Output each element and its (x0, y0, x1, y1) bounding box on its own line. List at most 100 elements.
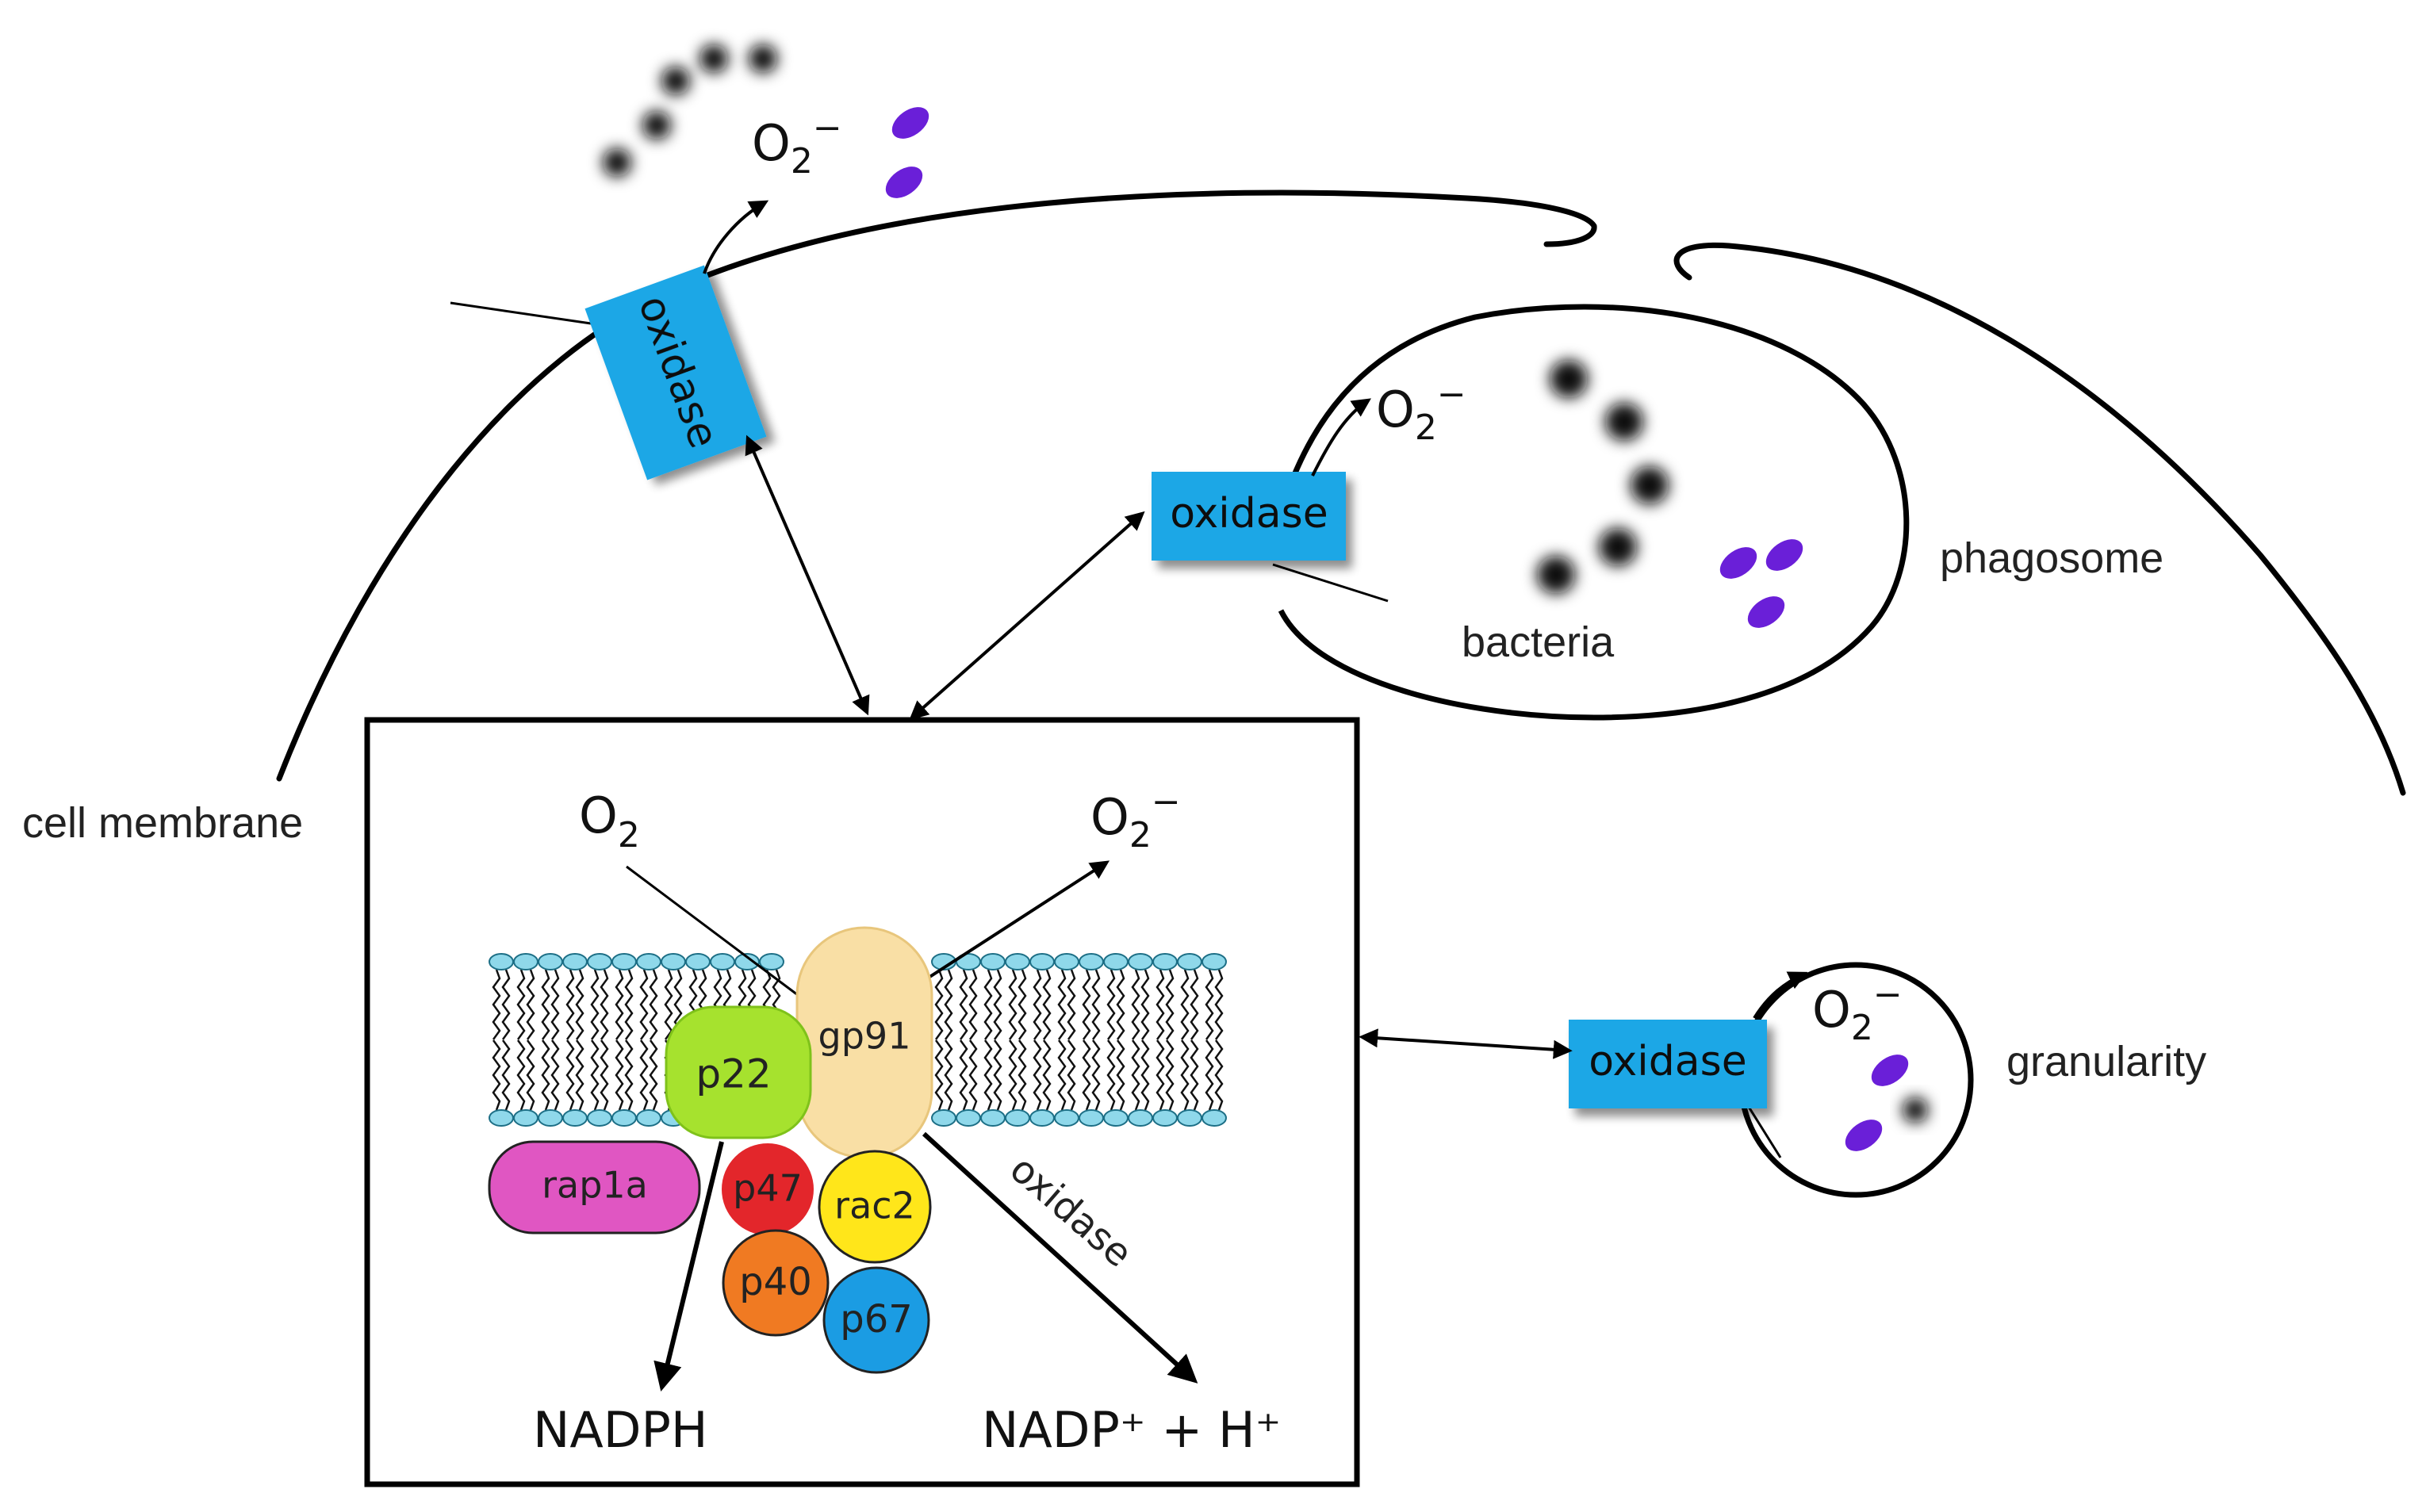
lipid-tail (541, 969, 550, 1040)
lipid-head (1128, 953, 1153, 970)
p67-label: p67 (840, 1297, 913, 1342)
rac2-label: rac2 (834, 1185, 915, 1227)
phagosome-leader-line (1272, 563, 1389, 603)
bacteria-top (603, 44, 777, 177)
lipid-head (956, 1109, 981, 1127)
purple-particle (891, 107, 929, 139)
oxygen-label: O2 (579, 787, 640, 856)
lipid-tail (541, 1039, 550, 1111)
lipid-tail (934, 1039, 944, 1111)
lipid-tail (934, 969, 944, 1040)
lipid-head (759, 953, 784, 970)
lipid-head (1005, 953, 1030, 970)
lipid-tail (1190, 969, 1199, 1040)
lipid-head (1152, 953, 1178, 970)
p22-subunit (665, 1005, 812, 1139)
rap1a-label: rap1a (542, 1164, 648, 1207)
lipid-tail (1091, 969, 1101, 1040)
lipid-head (1054, 953, 1079, 970)
lipid-tail (1140, 969, 1150, 1040)
lipid-tail (516, 969, 526, 1040)
lipid-tail (968, 1039, 978, 1111)
lipid-tail (1008, 1039, 1018, 1111)
lipid-tail (526, 1039, 535, 1111)
lipid-head (538, 1109, 563, 1127)
lipid-tail (1165, 1039, 1175, 1111)
lipid-head (611, 1109, 637, 1127)
lipid-tail (1018, 969, 1027, 1040)
complex-inset: O2 O2− gp91 p22 rap1a rac2 p47 p40 p67 N… (364, 717, 1360, 1487)
lipid-tail (1131, 969, 1140, 1040)
lipid-head (489, 953, 514, 970)
lipid-tail (1018, 1039, 1027, 1111)
purple-particle (1747, 596, 1785, 628)
lipid-tail (649, 1039, 658, 1111)
lipid-tail (1190, 1039, 1199, 1111)
lipid-head (1103, 1109, 1129, 1127)
lipid-tail (1057, 969, 1067, 1040)
membrane-leader-line (450, 301, 592, 325)
lipid-tail (550, 1039, 560, 1111)
p67-subunit (822, 1266, 930, 1374)
rap1a-subunit (488, 1140, 701, 1234)
lipid-head (1029, 953, 1055, 970)
lipid-tail (1180, 969, 1190, 1040)
p40-label: p40 (739, 1260, 812, 1304)
lipid-tail (983, 1039, 993, 1111)
lipid-head (980, 953, 1006, 970)
lipid-head (661, 953, 686, 970)
lipid-tail (968, 969, 978, 1040)
lipid-tail (1082, 969, 1091, 1040)
lipid-tail (492, 1039, 501, 1111)
purple-particle (1719, 547, 1757, 579)
lipid-tail (1106, 969, 1116, 1040)
lipid-tail (1214, 1039, 1224, 1111)
lipid-tail (615, 969, 624, 1040)
lipid-tail (1116, 1039, 1125, 1111)
lipid-head (1202, 1109, 1227, 1127)
p40-subunit (722, 1229, 830, 1337)
lipid-head (489, 1109, 514, 1127)
lipid-tail (639, 1039, 649, 1111)
purple-particles (885, 107, 1909, 1151)
gp91-label: gp91 (818, 1015, 911, 1058)
lipid-tail (492, 969, 501, 1040)
lipid-tail (1205, 969, 1214, 1040)
nadph-label: NADPH (533, 1401, 708, 1459)
pseudopod-outline (1673, 242, 2406, 796)
lipid-head (587, 1109, 612, 1127)
connector-phagosome-to-complex (909, 511, 1145, 721)
superoxide-out-arrow (918, 860, 1110, 985)
lipid-tail (1008, 969, 1018, 1040)
nadp-arrow (922, 1131, 1198, 1384)
lipid-tail (526, 969, 535, 1040)
lipid-head (513, 953, 538, 970)
p47-label: p47 (733, 1167, 803, 1210)
lipid-tail (550, 969, 560, 1040)
lipid-tail (1165, 969, 1175, 1040)
lipid-tail (1042, 1039, 1052, 1111)
lipid-head (1079, 1109, 1104, 1127)
lipid-tail (993, 969, 1002, 1040)
lipid-head (931, 1109, 956, 1127)
bacteria-granule (1903, 1097, 1928, 1123)
lipid-head (636, 1109, 661, 1127)
lipid-tail (993, 1039, 1002, 1111)
lipid-head (562, 1109, 588, 1127)
nadph-arrow (653, 1141, 724, 1391)
lipid-tail (565, 1039, 575, 1111)
lipid-head (562, 953, 588, 970)
lipid-tail (1156, 969, 1165, 1040)
superoxide-inset: O2− (1090, 782, 1181, 856)
cell-membrane-label: cell membrane (22, 799, 303, 847)
p47-subunit (722, 1143, 814, 1235)
bacteria-phagosome (1537, 360, 1669, 594)
lipid-tail (983, 969, 993, 1040)
svg-text:O2−: O2− (1812, 974, 1903, 1048)
lipid-tail (1205, 1039, 1214, 1111)
lipid-tail (959, 969, 968, 1040)
superoxide-top: O2− (752, 108, 842, 182)
arrow-phagosome-superoxide (1311, 398, 1371, 477)
lipid-tail (516, 1039, 526, 1111)
lipid-tail (649, 969, 658, 1040)
